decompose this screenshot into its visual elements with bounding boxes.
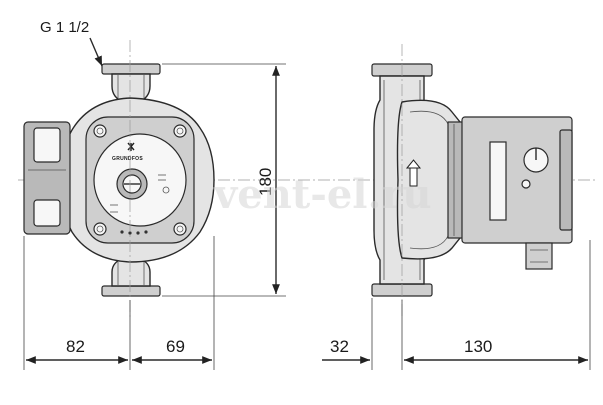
side-length-value: 130 [464, 337, 492, 356]
front-left-width: 82 [66, 337, 85, 356]
front-bolts [93, 124, 187, 236]
flow-direction-arrow-icon [405, 159, 422, 187]
speed-selector-icon [158, 174, 170, 194]
side-motor-block [461, 116, 573, 244]
side-bottom-fitting [525, 242, 553, 270]
front-terminal-window [33, 127, 61, 163]
height-value: 180 [256, 168, 275, 196]
thread-label: G 1 1/2 [40, 19, 89, 36]
watermark-text: vent-el.ru [213, 171, 432, 218]
front-view: GRUNDFOS [23, 40, 215, 318]
height-dimension: 180 [162, 63, 286, 297]
thread-leader [89, 37, 103, 67]
front-width-dimensions: 82 69 [23, 236, 215, 370]
side-motor-slot [489, 141, 507, 221]
front-small-marks [110, 204, 148, 235]
side-width-dimensions: 32 130 [322, 240, 591, 370]
front-bottom-flange [101, 285, 161, 297]
front-top-flange [101, 63, 161, 75]
side-offset-value: 32 [330, 337, 349, 356]
speed-dial-icon [521, 147, 549, 189]
front-right-width: 69 [166, 337, 185, 356]
grundfos-logo-icon [127, 142, 135, 151]
side-housing [396, 99, 461, 260]
side-view [371, 44, 573, 318]
brand-text: GRUNDFOS [112, 156, 143, 162]
